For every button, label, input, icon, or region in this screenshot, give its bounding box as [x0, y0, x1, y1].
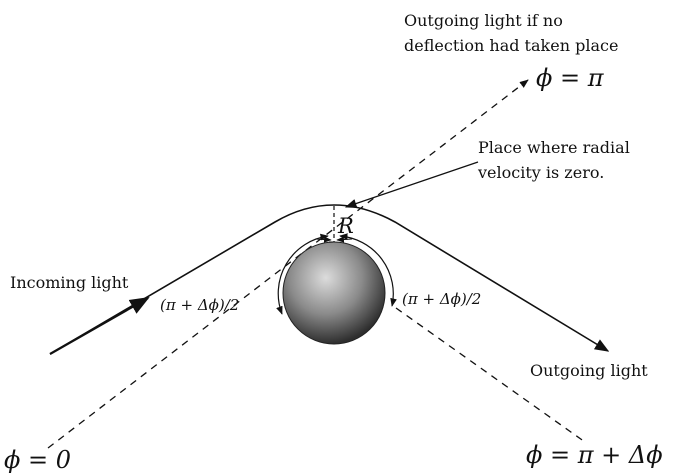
- right-angle-arc: [339, 233, 397, 307]
- label-angle-left: (π + Δϕ)/2: [160, 296, 239, 314]
- massive-body-sphere: [282, 241, 386, 345]
- light-ray-path: [49, 204, 610, 355]
- radius-arrow-right: [336, 236, 353, 243]
- label-outgoing-no-deflection-1: Outgoing light if no: [404, 11, 563, 30]
- label-radius-R: R: [337, 214, 354, 238]
- label-radial-velocity-2: velocity is zero.: [477, 163, 604, 182]
- label-radial-velocity-1: Place where radial: [478, 138, 630, 157]
- label-outgoing-light: Outgoing light: [530, 361, 648, 380]
- label-outgoing-no-deflection-2: deflection had taken place: [404, 36, 618, 55]
- label-angle-right: (π + Δϕ)/2: [402, 290, 481, 308]
- radius-arrow-left: [315, 236, 332, 243]
- left-angle-arc: [276, 233, 329, 315]
- closest-approach-pointer: [344, 161, 479, 209]
- undeflected-path-dashed-line: [47, 79, 529, 449]
- incoming-arrow: [49, 297, 150, 355]
- label-phi-pi: ϕ = π: [536, 64, 605, 92]
- label-incoming-light: Incoming light: [10, 273, 129, 292]
- label-phi-pi-delta: ϕ = π + Δϕ: [526, 441, 663, 469]
- label-phi-zero: ϕ = 0: [4, 446, 71, 473]
